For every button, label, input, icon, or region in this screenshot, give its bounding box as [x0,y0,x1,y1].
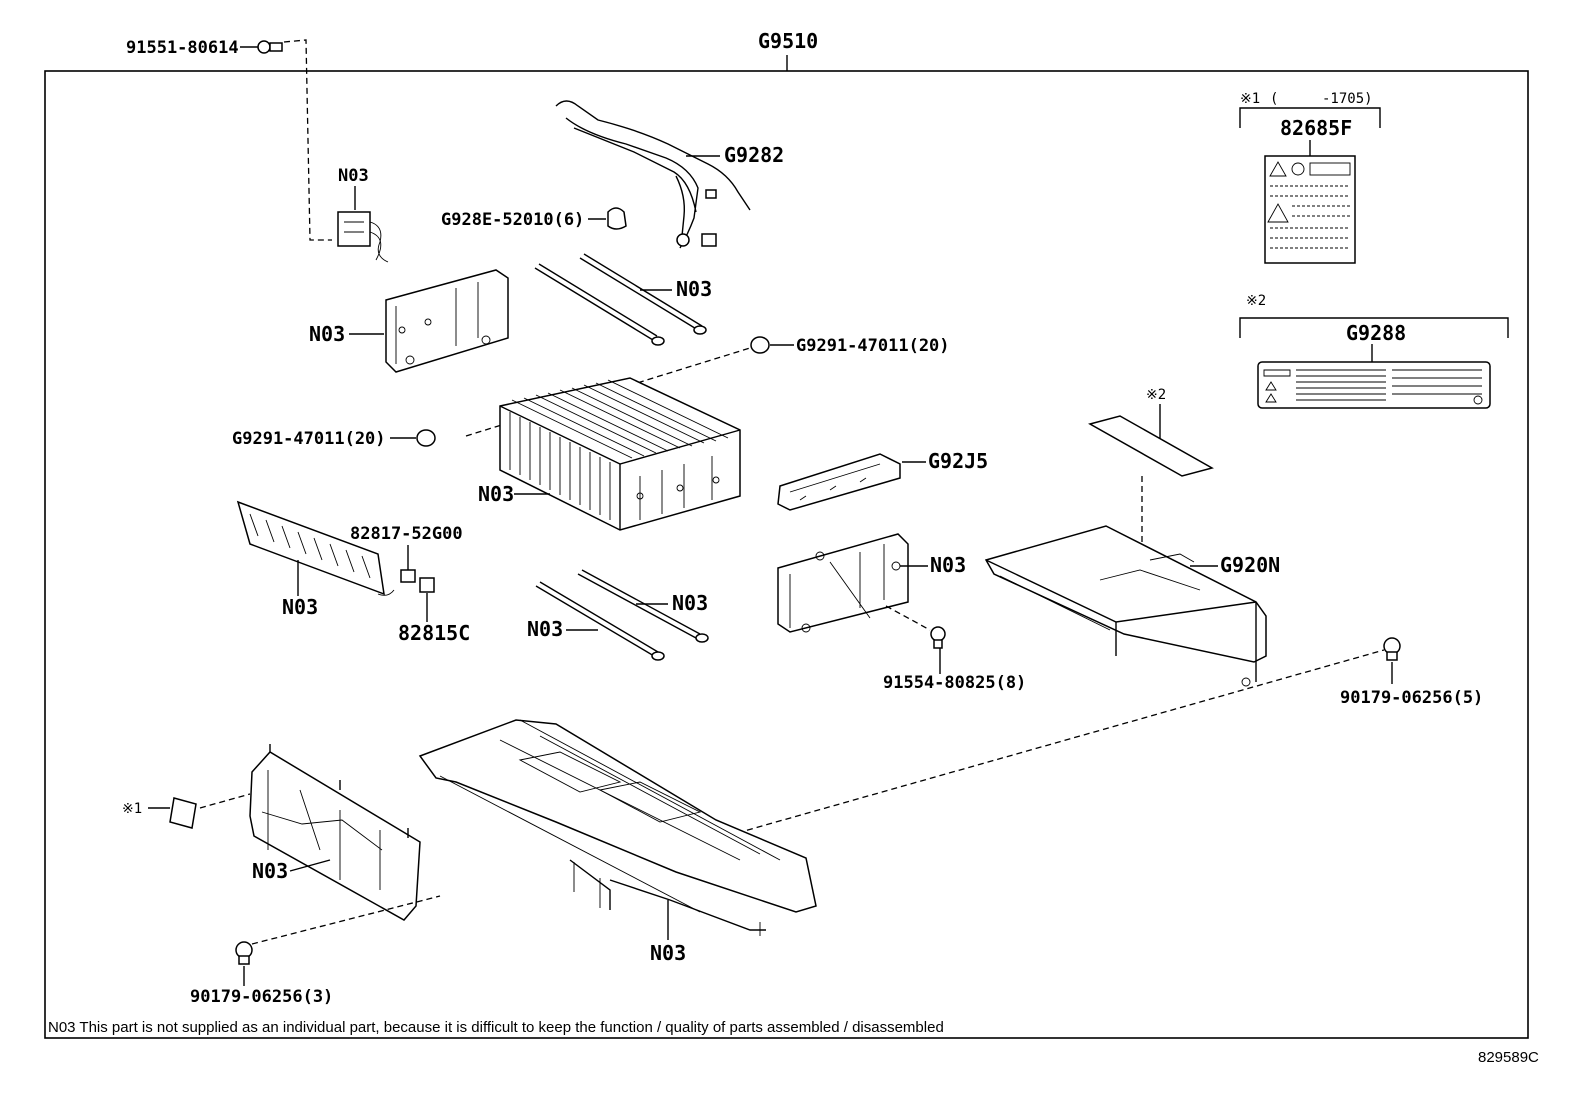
callout-nut-left[interactable]: G9291-47011(20) [232,429,386,449]
nut-icon-right [750,336,770,354]
bus-plate [236,500,395,596]
bracket-mid [777,533,909,633]
caution-label-g9288 [1257,361,1491,409]
lower-tray [418,719,817,936]
cover-g92j5-part [777,453,901,511]
label-box-1-mark: ※1 [1240,91,1260,107]
battery-stack [499,377,741,531]
note-mark-1[interactable]: ※1 [122,801,142,817]
callout-nut-far-right[interactable]: 90179-06256(5) [1340,688,1483,708]
callout-n03-battery-stack[interactable]: N03 [478,482,514,506]
connector-part [337,211,389,263]
nut-icon-left [416,429,436,447]
bolt-mid-icon [930,626,946,649]
sensor-a-icon [400,569,416,583]
callout-bolt-top[interactable]: 91551-80614 [126,38,239,58]
callout-n03-lower-tray[interactable]: N03 [650,941,686,965]
label-box-2: ※2 G9288 [1239,293,1509,409]
callout-n03-bracket-top[interactable]: N03 [309,322,345,346]
callout-n03-rod-b[interactable]: N03 [527,617,563,641]
label-box-2-mark: ※2 [1246,293,1266,309]
callout-n03-side-plate[interactable]: N03 [252,859,288,883]
insulation-sheet [1088,415,1214,477]
label-box-2-code[interactable]: G9288 [1346,321,1406,345]
callout-n03-bracket-mid[interactable]: N03 [930,553,966,577]
label-box-1-range: -1705) [1322,91,1373,107]
callout-n03-rod-a[interactable]: N03 [672,591,708,615]
assembly-code[interactable]: G9510 [758,29,818,53]
bolt-icon [257,40,283,54]
callout-clip[interactable]: G928E-52010(6) [441,210,584,230]
callout-wire-harness[interactable]: G9282 [724,143,784,167]
label-box-1: ※1 ( -1705) 82685F [1239,91,1381,264]
callout-n03-connector[interactable]: N03 [338,166,369,186]
bracket-plate-top [385,269,509,373]
rods-lower [535,569,709,661]
warning-tag [169,797,197,829]
cover-g920n-part [984,525,1267,687]
label-box-1-paren: ( [1270,91,1278,107]
callout-sensor-a[interactable]: 82817-52G00 [350,524,463,544]
footnote-text: N03 This part is not supplied as an indi… [48,1019,944,1036]
label-box-1-code[interactable]: 82685F [1280,116,1352,140]
callout-n03-rods-top[interactable]: N03 [676,277,712,301]
clip-icon [607,207,627,230]
callout-cover-g920n[interactable]: G920N [1220,553,1280,577]
callout-sensor-b[interactable]: 82815C [398,621,470,645]
sensor-b-icon [419,577,435,593]
callout-nut-bottom[interactable]: 90179-06256(3) [190,987,333,1007]
nut-far-right-icon [1383,637,1401,661]
note-mark-2-above-sheet[interactable]: ※2 [1146,387,1166,403]
figure-id: 829589C [1478,1049,1539,1066]
nut-bottom-icon [235,941,253,965]
callout-n03-bus-plate[interactable]: N03 [282,595,318,619]
callout-cover-g92j5[interactable]: G92J5 [928,449,988,473]
callout-nut-right[interactable]: G9291-47011(20) [796,336,950,356]
callout-bolt-mid[interactable]: 91554-80825(8) [883,673,1026,693]
wire-harness-part [555,100,751,249]
side-plate [249,744,421,921]
